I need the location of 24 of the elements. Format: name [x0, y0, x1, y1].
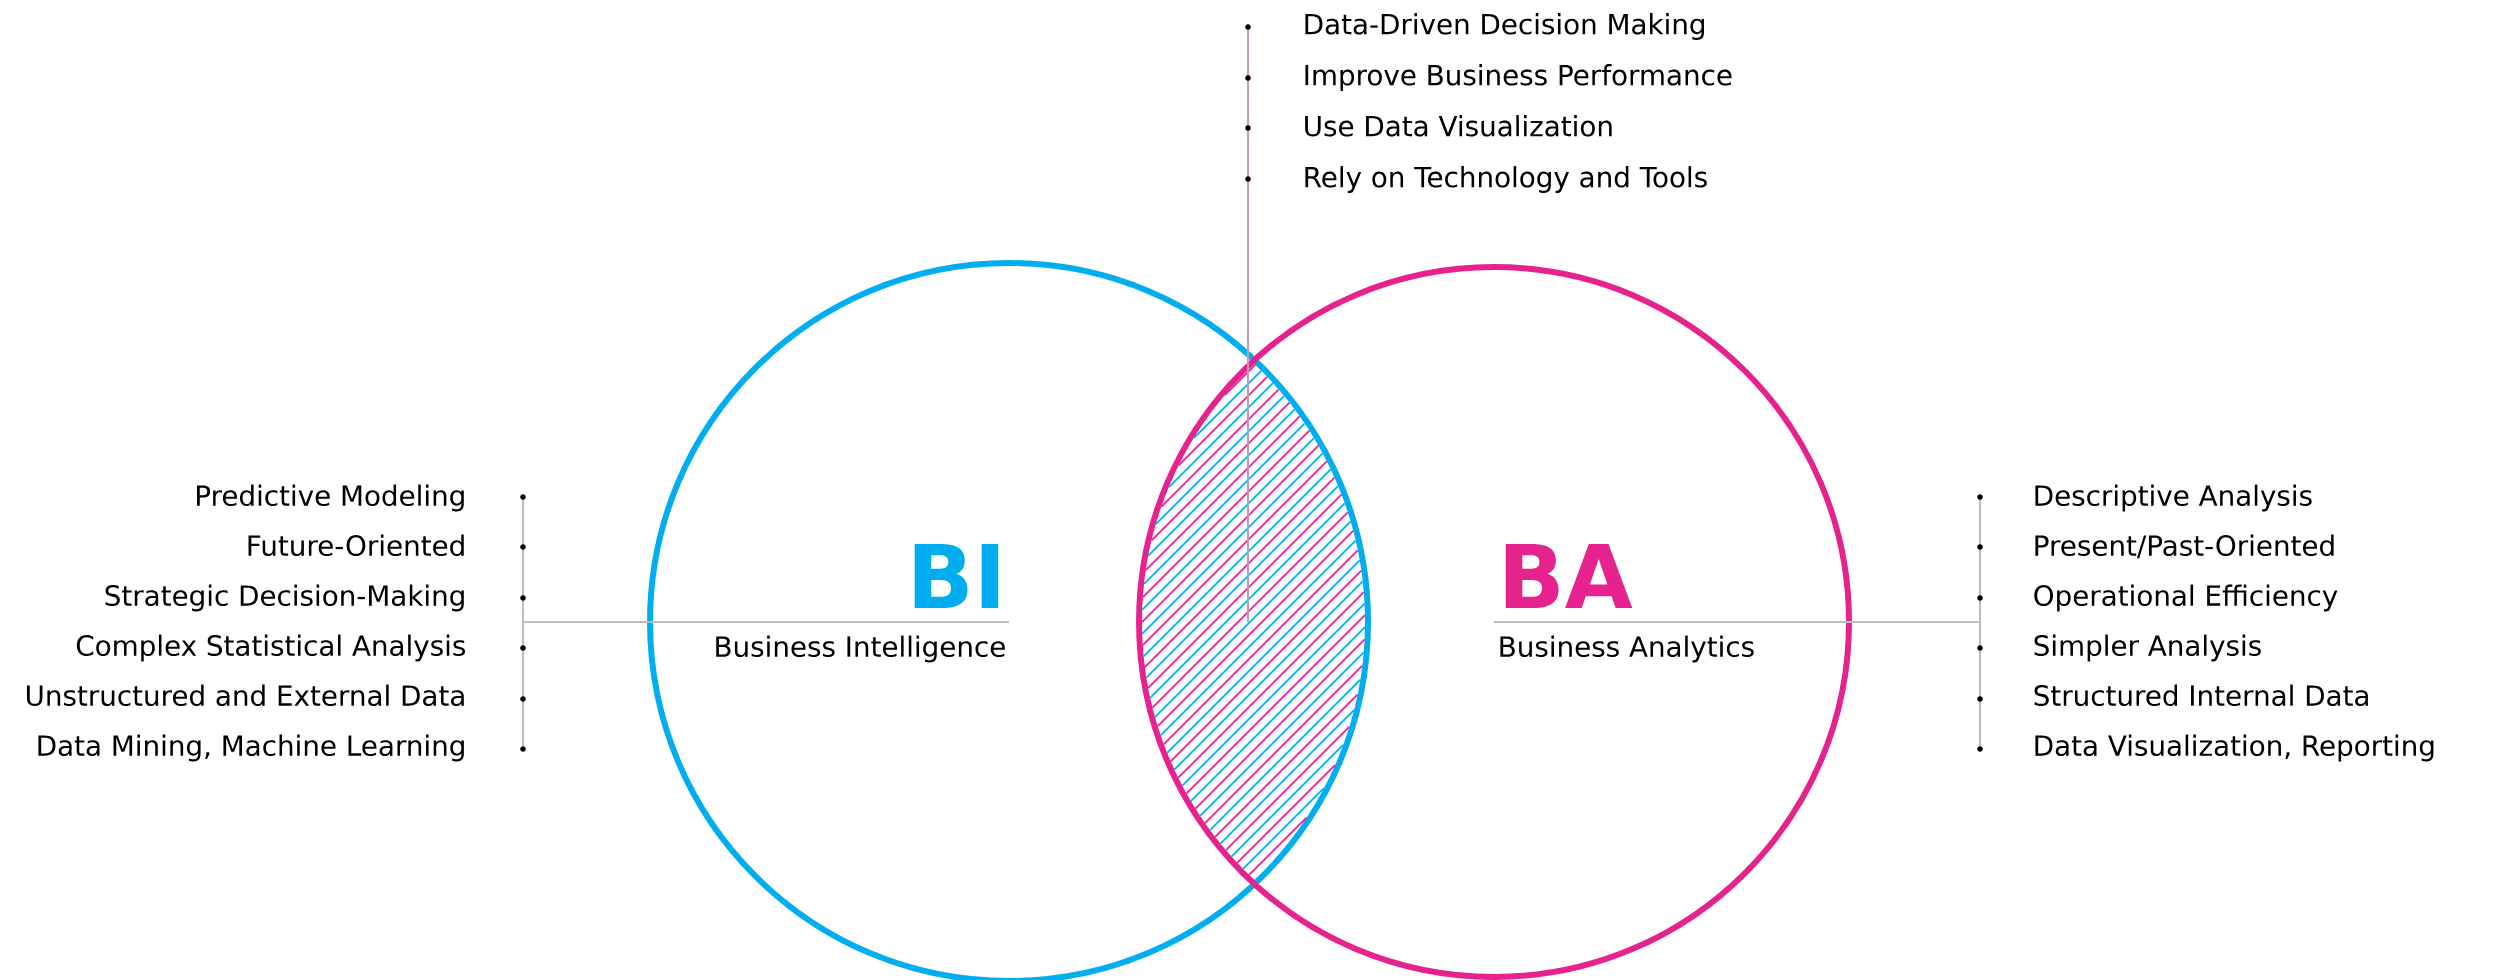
- list-item: Structured Internal Data: [2034, 684, 2368, 707]
- list-item: Data Visualization, Reporting: [2035, 734, 2434, 762]
- list-item: Use Data Visualization: [1305, 115, 1612, 137]
- leader-line: [1494, 620, 1980, 624]
- list-item: Simpler Analysis: [2034, 634, 2261, 662]
- circle-subtitle: Business Intelligence: [716, 635, 1005, 663]
- list-item: Complex Statistical Analysis: [76, 634, 465, 662]
- venn-circle: [1136, 264, 1852, 980]
- list-item: Data Mining, Machine Learning: [38, 734, 464, 762]
- list-item: Predictive Modeling: [197, 484, 464, 512]
- leader-line: [523, 620, 1009, 624]
- list-item: Operational Efficiency: [2034, 584, 2338, 612]
- circle-title: BA: [1505, 543, 1633, 608]
- circle-title: BI: [914, 543, 999, 608]
- list-item: Data-Driven Decision Making: [1305, 13, 1704, 40]
- list-item: Strategic Decision-Making: [105, 584, 464, 612]
- list-item: Unstructured and External Data: [27, 684, 464, 707]
- list-item: Future-Oriented: [248, 534, 464, 557]
- circle-subtitle: Business Analytics: [1500, 635, 1754, 663]
- list-item: Present/Past-Oriented: [2035, 534, 2334, 559]
- list-item: Improve Business Performance: [1305, 64, 1732, 91]
- list-item: Descriptive Analysis: [2035, 484, 2312, 512]
- hatched-overlap-drawing: [1141, 363, 1366, 876]
- list-item: Rely on Technology and Tools: [1305, 166, 1707, 193]
